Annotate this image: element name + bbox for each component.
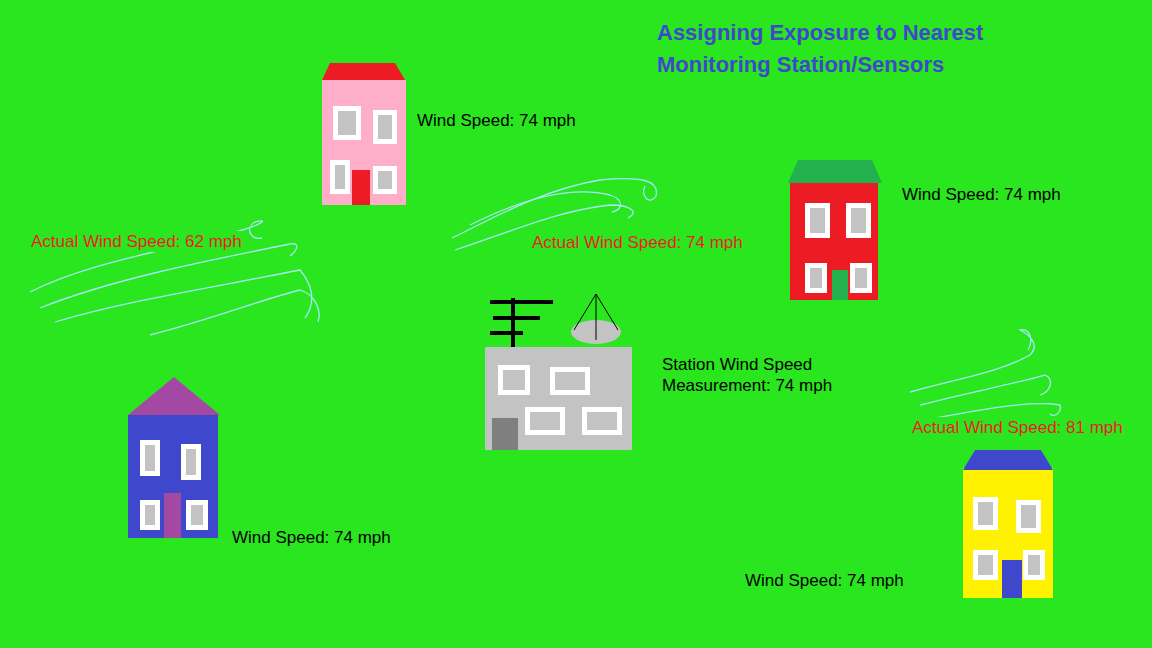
blue-house-part xyxy=(186,449,196,475)
yellow-house-part xyxy=(978,555,993,575)
red-house xyxy=(788,160,882,300)
monitoring-station-part xyxy=(490,331,523,335)
red-house-part xyxy=(788,160,882,183)
station-measurement: Station Wind Speed Measurement: 74 mph xyxy=(660,354,864,396)
wind-lines-part xyxy=(150,290,319,335)
pink-house-part xyxy=(373,166,397,194)
monitoring-station-part xyxy=(587,412,617,430)
yellow-house-part xyxy=(1028,555,1040,575)
monitoring-station-part xyxy=(492,418,518,450)
red-house-part xyxy=(851,208,866,233)
wind-lines-part xyxy=(470,192,620,225)
pink-house-part xyxy=(322,63,405,80)
pink-house xyxy=(322,63,406,205)
pink-house-part xyxy=(338,111,356,135)
wind-lines-part xyxy=(452,179,657,238)
red-house-part xyxy=(810,208,825,233)
yellow-house-part xyxy=(1016,500,1041,533)
yellow-house-part xyxy=(1021,505,1036,528)
wind-lines-part xyxy=(55,270,312,322)
house-wind-speed: Wind Speed: 74 mph xyxy=(415,110,578,131)
wind-lines-part xyxy=(920,375,1050,405)
blue-house-part xyxy=(140,500,160,530)
monitoring-station-part xyxy=(530,412,560,430)
pink-house-part xyxy=(322,80,406,205)
monitoring-station-part xyxy=(485,347,632,450)
house-wind-speed: Wind Speed: 74 mph xyxy=(230,527,393,548)
yellow-house xyxy=(963,450,1053,598)
monitoring-station-part xyxy=(490,300,553,304)
monitoring-station-part xyxy=(498,365,530,395)
yellow-house-part xyxy=(973,497,998,530)
blue-house-part xyxy=(164,493,181,538)
blue-house-part xyxy=(128,415,218,538)
blue-house-part xyxy=(191,505,203,525)
red-house-part xyxy=(855,268,867,288)
monitoring-station xyxy=(485,294,632,450)
monitoring-station-part xyxy=(525,407,565,435)
yellow-house-part xyxy=(978,502,993,525)
house-wind-speed: Wind Speed: 74 mph xyxy=(900,184,1063,205)
pink-house-part xyxy=(330,160,350,194)
blue-house-part xyxy=(140,440,160,476)
blue-house-part xyxy=(181,444,201,480)
actual-wind-speed: Actual Wind Speed: 62 mph xyxy=(29,231,244,252)
monitoring-station-part xyxy=(555,372,585,390)
monitoring-station-part xyxy=(493,316,540,320)
monitoring-station-part xyxy=(596,294,618,330)
blue-house xyxy=(128,377,220,538)
pink-house-part xyxy=(378,171,392,189)
yellow-house-part xyxy=(1023,550,1045,580)
yellow-house-part xyxy=(963,450,1053,470)
blue-house-part xyxy=(145,445,155,471)
monitoring-station-part xyxy=(596,294,597,340)
blue-house-part xyxy=(186,500,208,530)
actual-wind-speed: Actual Wind Speed: 74 mph xyxy=(530,232,745,253)
blue-house-part xyxy=(145,505,155,525)
house-wind-speed: Wind Speed: 74 mph xyxy=(743,570,906,591)
red-house-part xyxy=(790,183,878,300)
blue-house-part xyxy=(128,377,220,415)
yellow-house-part xyxy=(973,550,998,580)
monitoring-station-part xyxy=(574,294,596,330)
monitoring-station-part xyxy=(503,370,525,390)
monitoring-station-part xyxy=(511,298,515,347)
yellow-house-part xyxy=(963,468,1053,598)
wind-lines-part xyxy=(935,404,1060,418)
monitoring-station-part xyxy=(582,407,622,435)
yellow-house-part xyxy=(1002,560,1022,598)
red-house-part xyxy=(850,263,872,293)
pink-house-part xyxy=(352,170,370,205)
wind-lines-part xyxy=(40,244,297,308)
red-house-part xyxy=(832,270,848,300)
red-house-part xyxy=(846,203,871,238)
pink-house-part xyxy=(335,165,345,189)
pink-house-part xyxy=(333,106,361,140)
monitoring-station-part xyxy=(550,367,590,395)
diagram-title: Assigning Exposure to Nearest Monitoring… xyxy=(657,17,1037,81)
red-house-part xyxy=(810,268,822,288)
pink-house-part xyxy=(373,110,397,144)
red-house-part xyxy=(805,263,827,293)
pink-house-part xyxy=(378,115,392,139)
red-house-part xyxy=(805,203,830,238)
actual-wind-speed: Actual Wind Speed: 81 mph xyxy=(910,417,1125,438)
